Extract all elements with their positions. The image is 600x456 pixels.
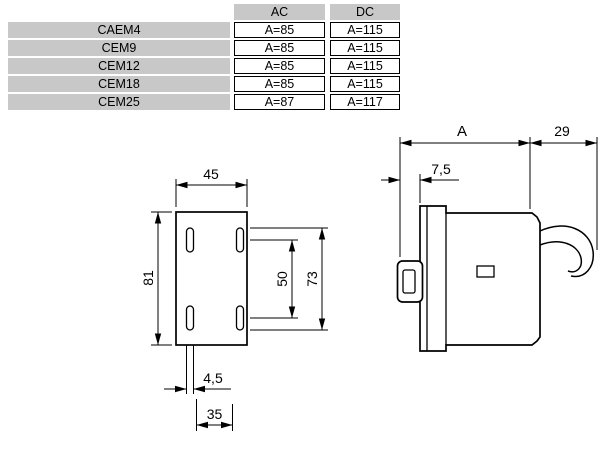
table-row: CEM25 A=87 A=117	[8, 94, 400, 110]
mounting-slot-bottom-left	[185, 305, 195, 331]
front-view: 45 81 50 73	[140, 166, 328, 431]
wire-loop	[539, 241, 583, 273]
ac-value-cell: A=85	[234, 58, 325, 74]
dim-label: 50	[274, 271, 290, 287]
dc-value-cell: A=115	[330, 40, 400, 56]
table-row: CEM9 A=85 A=115	[8, 40, 400, 56]
dim-slot-width: 4,5	[164, 370, 231, 393]
dim-width-top: 45	[175, 166, 248, 207]
wire-loop	[539, 225, 594, 278]
ac-value-cell: A=85	[234, 22, 325, 38]
dc-value-cell: A=115	[330, 58, 400, 74]
model-name-cell: CEM25	[8, 94, 230, 110]
table-row: CEM18 A=85 A=115	[8, 76, 400, 92]
dim-label: 4,5	[203, 370, 223, 386]
dim-height-left: 81	[140, 211, 172, 346]
dim-clip-offset: 7,5	[381, 161, 459, 203]
dim-label: 7,5	[431, 161, 451, 177]
column-header-dc: DC	[330, 4, 400, 20]
din-rail-clip-detail	[402, 269, 416, 294]
dim-slot-span-vertical: 73	[250, 227, 328, 331]
model-name-cell: CAEM4	[8, 22, 230, 38]
dc-value-cell: A=115	[330, 22, 400, 38]
mounting-slot-top-right	[235, 227, 245, 253]
dimension-table: AC DC CAEM4 A=85 A=115 CEM9 A=85 A=115 C…	[8, 4, 400, 112]
contactor-body-outline	[419, 205, 541, 352]
dim-label: 35	[207, 406, 223, 422]
dim-hole-spacing-horizontal: 35	[196, 399, 233, 431]
ac-value-cell: A=85	[234, 40, 325, 56]
body-label-detail	[476, 265, 495, 278]
mounting-slot-bottom-right	[235, 305, 245, 331]
model-name-cell: CEM9	[8, 40, 230, 56]
side-view: A 29 7,5	[381, 123, 598, 352]
dim-label: 45	[203, 166, 219, 182]
model-name-cell: CEM12	[8, 58, 230, 74]
dim-label: A	[457, 123, 467, 140]
ac-value-cell: A=87	[234, 94, 325, 110]
dim-wire-loop: 29	[530, 123, 598, 250]
dim-hole-spacing-vertical: 50	[250, 239, 298, 319]
model-name-cell: CEM18	[8, 76, 230, 92]
table-row: CEM12 A=85 A=115	[8, 58, 400, 74]
mounting-slot-top-left	[185, 227, 195, 253]
table-header-row: AC DC	[8, 4, 400, 20]
dim-depth-overall: A	[399, 123, 531, 257]
table-row: CAEM4 A=85 A=115	[8, 22, 400, 38]
dc-value-cell: A=117	[330, 94, 400, 110]
ac-value-cell: A=85	[234, 76, 325, 92]
dc-value-cell: A=115	[330, 76, 400, 92]
dim-label: 29	[554, 123, 570, 139]
dim-label: 81	[140, 270, 156, 286]
dim-label: 73	[304, 271, 320, 287]
mounting-plate-outline	[175, 211, 248, 346]
column-header-ac: AC	[234, 4, 325, 20]
